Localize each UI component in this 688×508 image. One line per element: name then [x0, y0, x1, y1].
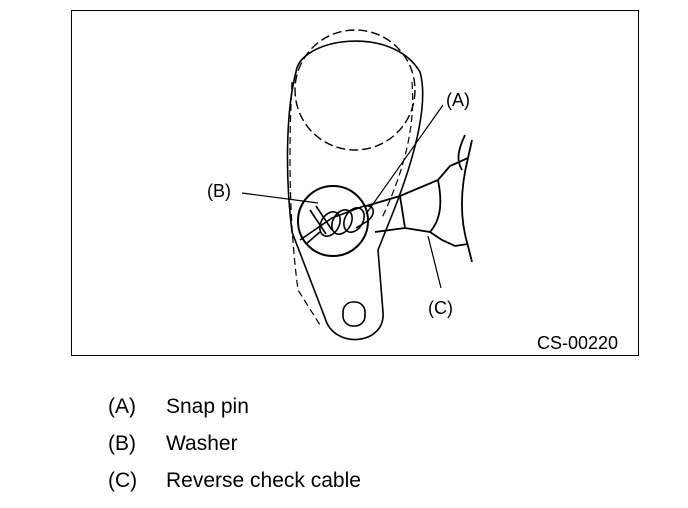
callout-b: (B)	[207, 181, 231, 201]
legend-key: (A)	[108, 394, 136, 418]
legend-key: (C)	[108, 468, 138, 492]
leader-a	[365, 104, 444, 215]
legend-item-reverse-check-cable: (C) Reverse check cable	[108, 462, 361, 499]
pivot-hole	[294, 29, 416, 151]
callout-a: (A)	[446, 90, 470, 110]
legend-label: Snap pin	[166, 394, 249, 418]
lever-arm	[286, 40, 424, 341]
legend-label: Reverse check cable	[166, 468, 361, 492]
figure-code: CS-00220	[537, 333, 618, 353]
legend-label: Washer	[166, 431, 238, 455]
figure-frame	[71, 10, 639, 356]
leader-b	[241, 192, 319, 204]
leader-c	[427, 235, 442, 289]
legend-item-snap-pin: (A) Snap pin	[108, 388, 361, 425]
snap-pin	[299, 205, 375, 245]
hidden-edge-right	[381, 81, 414, 219]
legend-key: (B)	[108, 431, 136, 455]
lower-hole	[342, 301, 366, 327]
callout-c: (C)	[428, 298, 453, 318]
legend-item-washer: (B) Washer	[108, 425, 361, 462]
legend: (A) Snap pin (B) Washer (C) Reverse chec…	[108, 388, 361, 499]
reverse-check-cable	[365, 134, 473, 263]
